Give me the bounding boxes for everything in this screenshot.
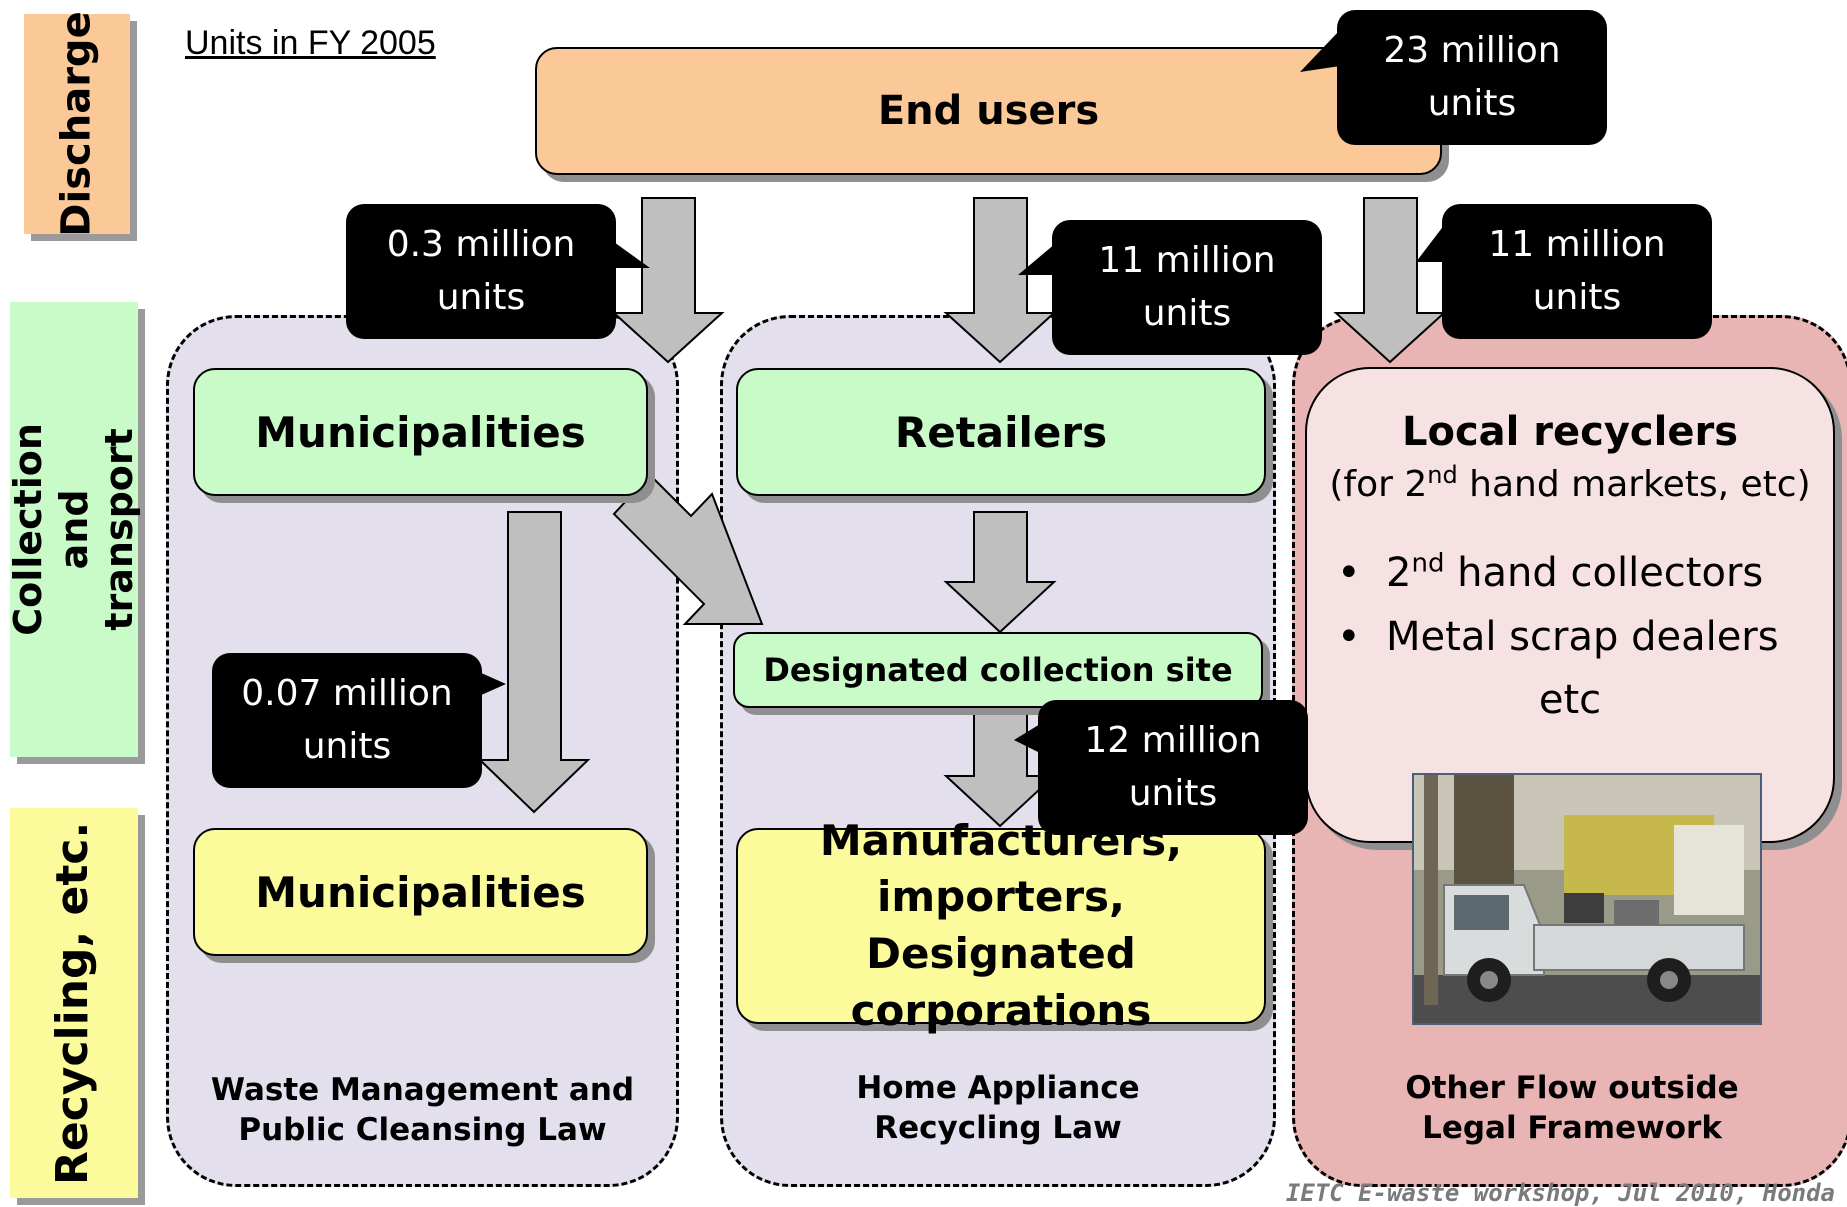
arrow-users-to-municipalities [611, 197, 725, 364]
footer-credit: IETC E-waste workshop, Jul 2010, Honda [1285, 1179, 1835, 1207]
pointer-retail [1018, 238, 1062, 275]
municipalities-recycling-label: Municipalities [255, 867, 586, 917]
subtitle-pre: (for 2 [1329, 464, 1428, 505]
bullet2-label: Metal scrap dealers [1386, 614, 1779, 660]
manufacturers-label: Manufacturers, importers, Designated cor… [819, 815, 1183, 1035]
municipalities-recycling-box: Municipalities [193, 828, 648, 956]
arrow-muni-down [477, 511, 591, 814]
designated-site-box: Designated collection site [733, 632, 1263, 708]
bullet-item-scrap: • Metal scrap dealers [1337, 605, 1833, 669]
callout-to-retailers: 11 million units [1052, 220, 1322, 355]
stage-recycling: Recycling, etc. [10, 808, 138, 1198]
callout-total-text: 23 million units [1383, 30, 1561, 124]
stage-discharge: Discharge [24, 11, 130, 237]
callout-muni-to-recycling: 0.07 million units [212, 653, 482, 788]
subtitle-sup: nd [1427, 461, 1458, 489]
callout-muni-to-recycling-text: 0.07 million units [241, 673, 453, 767]
caption-other-flow: Other Flow outside Legal Framework [1405, 1070, 1739, 1147]
callout-to-local: 11 million units [1442, 204, 1712, 339]
callout-total: 23 million units [1337, 10, 1607, 145]
callout-to-municipalities: 0.3 million units [346, 204, 616, 339]
subtitle-post: hand markets, etc) [1457, 464, 1811, 505]
bullet-etc: etc [1538, 677, 1602, 723]
callout-site-to-manufacturers: 12 million units [1038, 700, 1308, 835]
bullet1-post: hand collectors [1444, 550, 1764, 596]
designated-site-label: Designated collection site [763, 651, 1233, 689]
bullet-list: • 2nd hand collectors • Metal scrap deal… [1307, 541, 1833, 669]
pointer-local [1416, 220, 1448, 262]
retailers-label: Retailers [894, 407, 1108, 457]
retailers-box: Retailers [736, 368, 1266, 496]
local-recyclers-title: Local recyclers [1401, 409, 1739, 455]
bullet-item-collectors: • 2nd hand collectors [1337, 541, 1833, 605]
manufacturers-box: Manufacturers, importers, Designated cor… [736, 816, 1266, 1035]
end-users-label: End users [877, 88, 1100, 134]
bullet1-pre: 2 [1386, 550, 1412, 596]
truck-photo [1412, 773, 1762, 1025]
pointer-total [1300, 30, 1340, 72]
local-recyclers-subtitle: (for 2nd hand markets, etc) [1307, 461, 1833, 505]
caption-appliance-law: Home Appliance Recycling Law [856, 1070, 1140, 1147]
arrow-users-to-retailers [943, 197, 1057, 364]
callout-to-municipalities-text: 0.3 million units [386, 224, 576, 318]
callout-to-local-text: 11 million units [1488, 224, 1666, 318]
bullet-dot: • [1337, 614, 1387, 660]
arrow-muni-to-site [612, 473, 764, 625]
callout-site-to-manufacturers-text: 12 million units [1084, 720, 1262, 814]
bullet1-sup: nd [1411, 548, 1445, 579]
end-users-box: End users [535, 47, 1442, 175]
callout-to-retailers-text: 11 million units [1098, 240, 1276, 334]
arrow-users-to-local [1333, 197, 1447, 364]
arrow-retailers-to-site [943, 511, 1057, 634]
stage-collection: Collection and transport [6, 302, 141, 757]
caption-waste-law: Waste Management and Public Cleansing La… [210, 1072, 635, 1149]
municipalities-collection-label: Municipalities [255, 407, 586, 457]
units-note: Units in FY 2005 [185, 24, 436, 62]
truck-photo-illustration [1414, 775, 1760, 1023]
bullet-dot: • [1337, 550, 1387, 596]
local-recyclers-box: Local recyclers (for 2nd hand markets, e… [1305, 367, 1835, 843]
municipalities-collection-box: Municipalities [193, 368, 648, 496]
